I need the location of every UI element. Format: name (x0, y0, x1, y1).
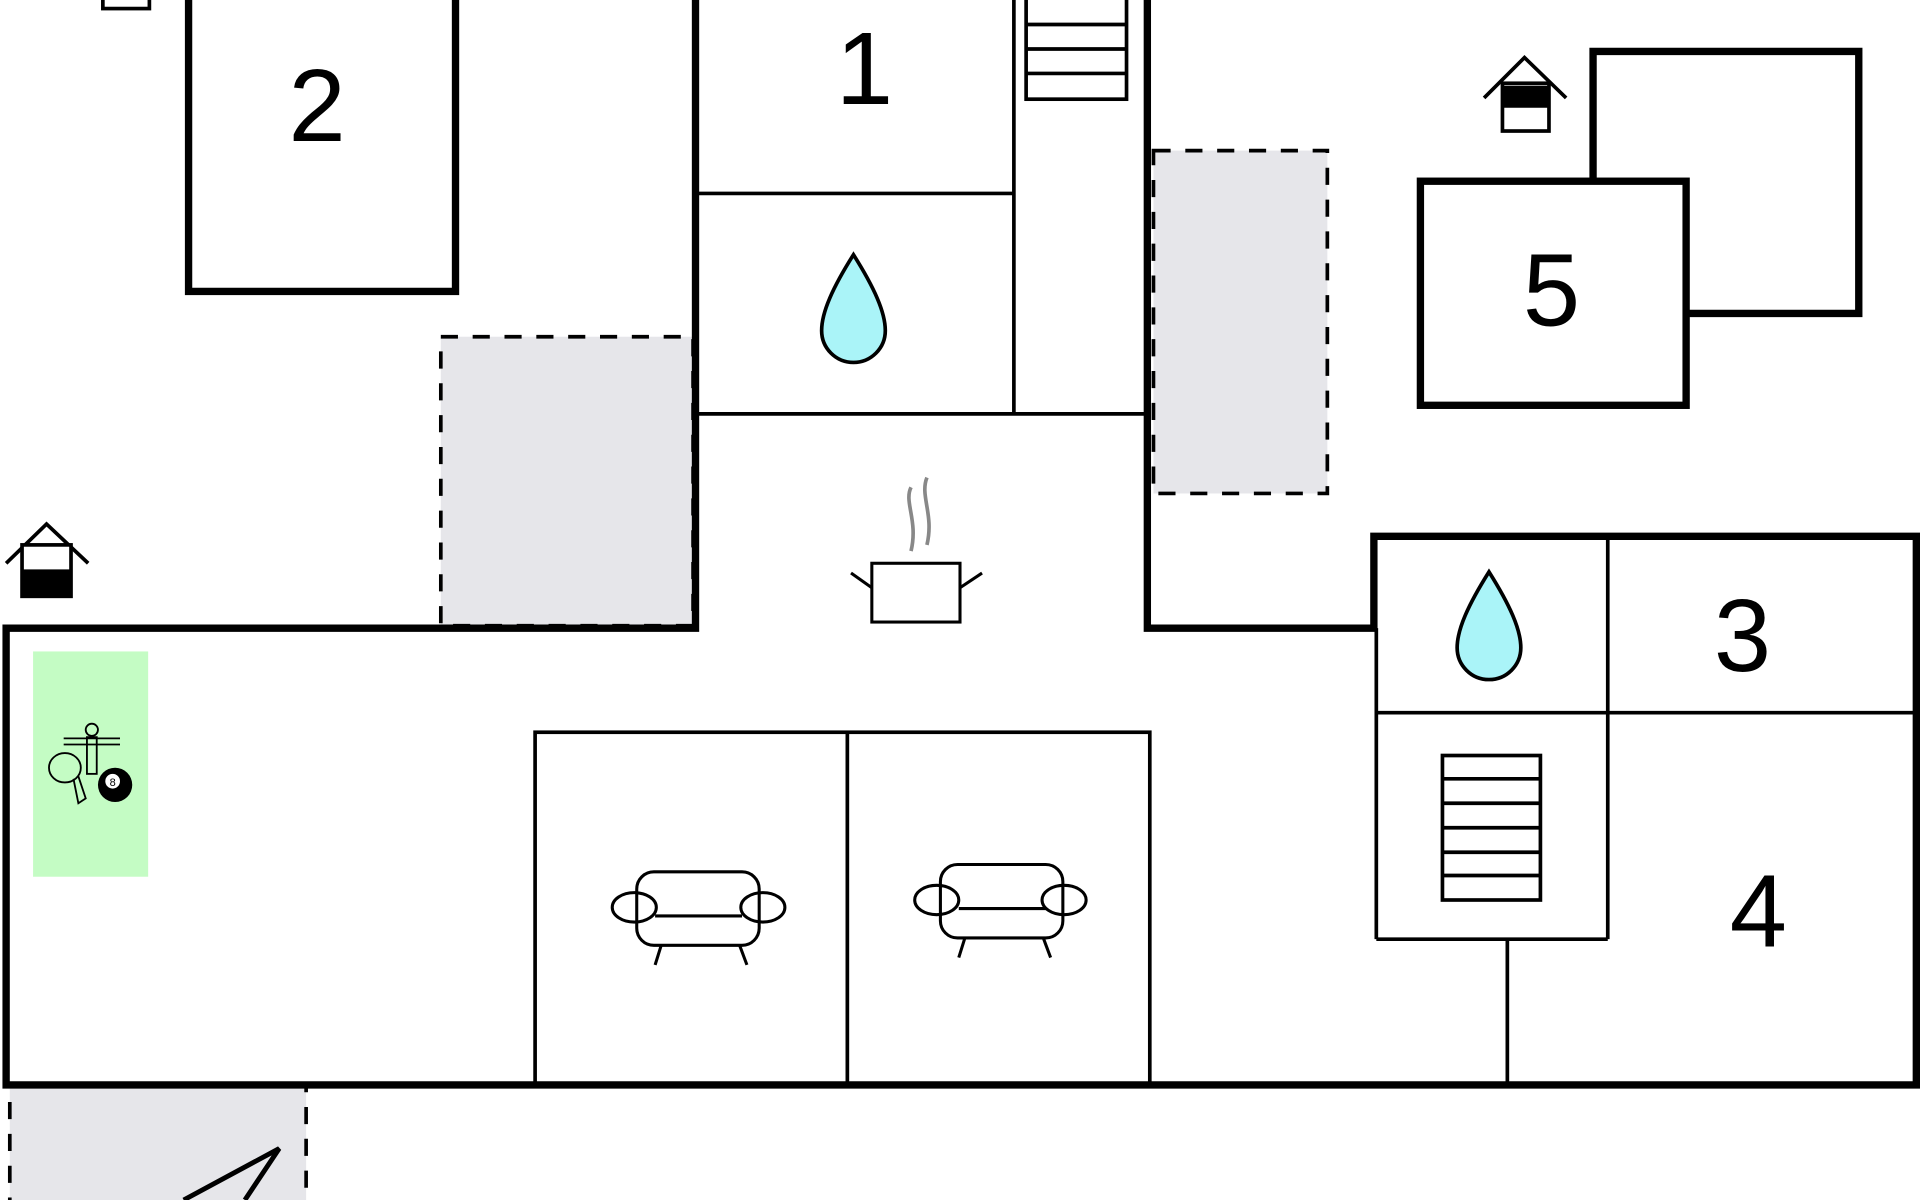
small-box (101, 0, 152, 11)
bathroom-water-drop-icon (819, 251, 888, 365)
billiard-ball-number: 8 (110, 777, 116, 789)
room-3-label: 3 (1714, 578, 1771, 693)
terrace-bottom (7, 1083, 308, 1200)
room-2-outline (184, 0, 460, 296)
room-5-label: 5 (1523, 233, 1580, 348)
main-walls (2, 0, 1920, 1089)
room-2-label: 2 (289, 48, 346, 163)
living-area (533, 730, 1152, 1087)
bathroom-water-drop-icon (1455, 568, 1523, 682)
door-swing (182, 1146, 282, 1200)
room-1-label: 1 (836, 11, 893, 126)
terrace-right (1151, 148, 1330, 496)
stairs-icon (1440, 753, 1543, 902)
stairs-icon (1024, 0, 1129, 102)
sofa-icon (913, 862, 1088, 959)
room-4-label: 4 (1730, 854, 1787, 969)
house-icon (4, 521, 90, 599)
terrace-left (438, 334, 695, 628)
house-icon (1482, 54, 1568, 133)
room-5-outline (1416, 177, 1690, 409)
room-5-annex (1589, 47, 1863, 318)
games-icon: 8 (33, 651, 149, 877)
kitchen-pot-icon (850, 476, 983, 624)
sofa-icon (610, 870, 787, 966)
